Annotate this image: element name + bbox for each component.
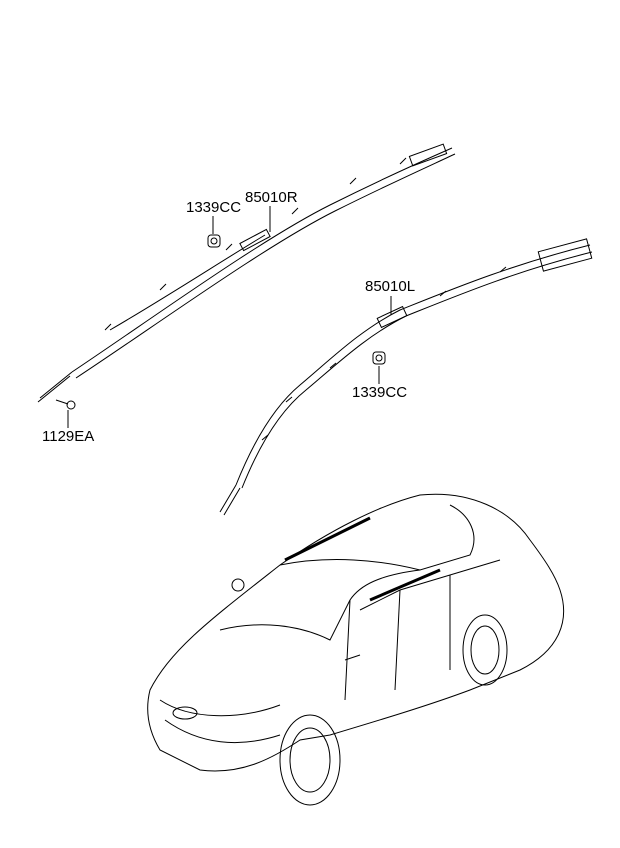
nut-right xyxy=(207,234,221,248)
callout-85010l[interactable]: 85010L xyxy=(365,278,416,295)
callout-85010r[interactable]: 85010R xyxy=(245,189,298,206)
callout-1339cc-left[interactable]: 1339CC xyxy=(352,384,408,401)
leader-lines xyxy=(67,206,392,428)
callout-1129ea[interactable]: 1129EA xyxy=(42,428,95,445)
nut-left xyxy=(372,351,386,365)
bolt xyxy=(55,399,76,410)
curtain-airbag-right xyxy=(37,143,456,403)
callout-1339cc-right[interactable]: 1339CC xyxy=(186,199,242,216)
curtain-airbag-left xyxy=(219,238,593,516)
car-illustration xyxy=(147,493,565,806)
